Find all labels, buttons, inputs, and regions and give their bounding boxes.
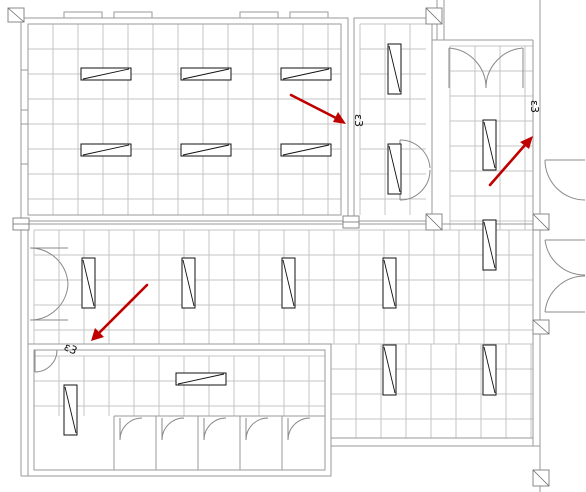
light-fixture-icon [387,143,402,195]
door-swing-icon [287,417,311,441]
door-swing-icon [119,417,143,441]
light-fixture-icon [387,43,402,95]
light-fixture-icon [175,372,227,386]
light-fixture-icon [482,219,497,271]
tag-room-lower: ε3 [62,340,79,357]
light-fixtures [63,43,497,436]
tag-room-upper: ε3 [352,114,365,127]
arrow-upper [289,93,346,124]
column-icon [342,215,360,229]
light-fixture-icon [382,257,397,309]
door-swing-icon [161,417,185,441]
tag-room-right: ε3 [528,100,541,113]
highlight-arrows [91,93,533,341]
door-swing-icon [29,247,69,321]
light-fixture-icon [80,143,132,157]
window-6 [20,123,29,165]
arrow-lower [91,283,149,341]
window-5 [20,69,29,111]
wall-room-top-middle [353,17,433,222]
ceiling-grid [27,23,533,438]
column-icon [12,217,30,231]
light-fixture-icon [63,384,78,436]
column-icon [7,7,25,23]
door-swing-icon [544,159,586,201]
light-fixture-icon [80,67,132,81]
arrow-right [488,136,533,187]
light-fixture-icon [181,257,196,309]
door-swing-icon [544,239,586,313]
light-fixture-icon [180,143,232,157]
door-swing-icon [448,47,524,89]
column-icon [532,319,550,335]
light-fixture-icon [81,257,96,309]
wall-room-top-left [20,17,349,222]
window-1 [63,11,103,19]
walls [20,0,548,492]
window-4 [289,11,329,19]
window-2 [113,11,153,19]
wall-room-bottom-left [27,343,332,477]
light-fixture-icon [280,143,332,157]
door-swing-icon [203,417,227,441]
window-3 [239,11,279,19]
light-fixture-icon [280,67,332,81]
column-icon [532,469,550,487]
door-swing-icon [34,349,58,373]
columns [7,7,550,487]
wall-room-bottom-left-inner [33,349,326,471]
door-swing-icon [245,417,269,441]
light-fixture-icon [482,344,497,396]
light-fixture-icon [382,344,397,396]
light-fixture-icon [482,119,497,171]
light-fixture-icon [180,67,232,81]
column-icon [532,213,550,231]
doors [29,47,586,441]
tags: ε3 ε3 ε3 [62,100,541,358]
column-icon [425,213,443,231]
column-icon [425,7,443,25]
light-fixture-icon [281,257,296,309]
